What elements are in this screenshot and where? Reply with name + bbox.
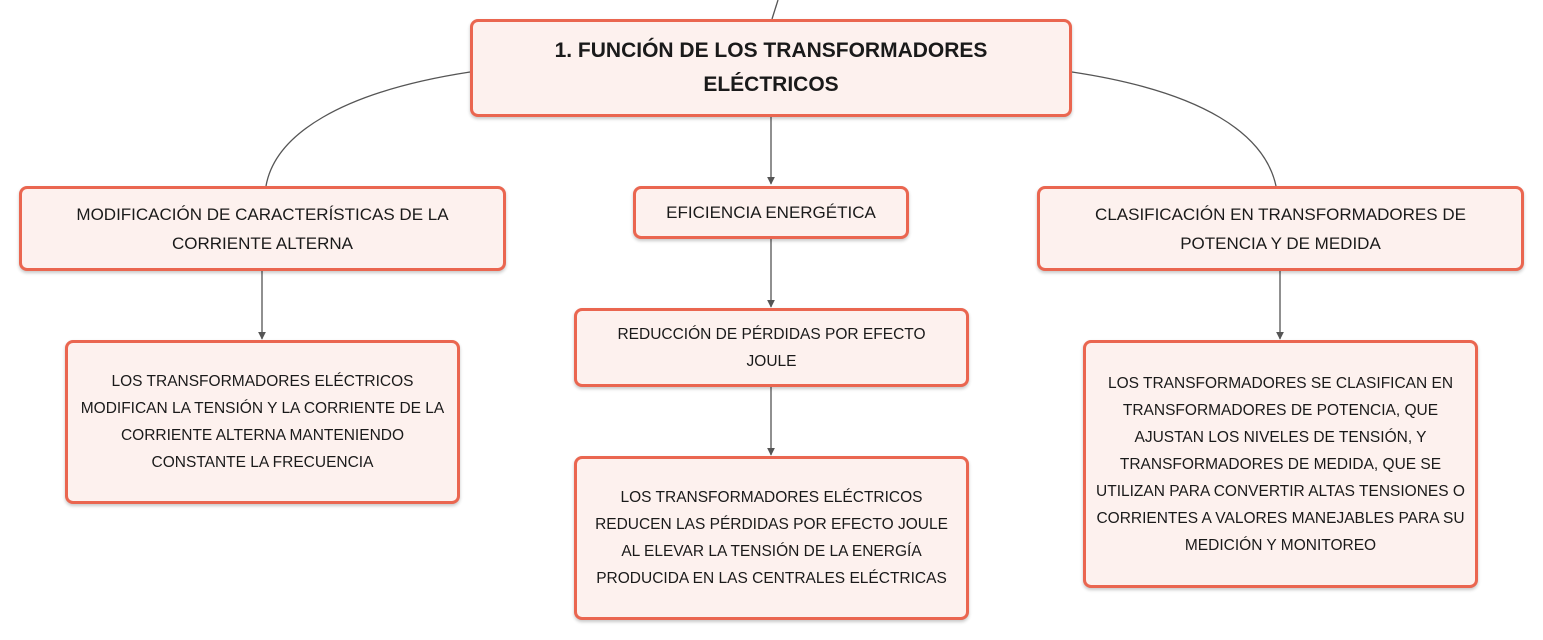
connector-parent-to-root (771, 0, 779, 20)
subtopic-node-perdidas[interactable]: REDUCCIÓN DE PÉRDIDAS POR EFECTO JOULE (574, 308, 969, 387)
branch-label-eficiencia: EFICIENCIA ENERGÉTICA (666, 203, 876, 222)
detail-node-perdidas[interactable]: LOS TRANSFORMADORES ELÉCTRICOS REDUCEN L… (574, 456, 969, 620)
root-topic-label: 1. FUNCIÓN DE LOS TRANSFORMADORES ELÉCTR… (554, 39, 988, 96)
detail-text-perdidas: LOS TRANSFORMADORES ELÉCTRICOS REDUCEN L… (595, 489, 948, 587)
root-topic-node[interactable]: 1. FUNCIÓN DE LOS TRANSFORMADORES ELÉCTR… (470, 19, 1072, 117)
branch-node-modificacion[interactable]: MODIFICACIÓN DE CARACTERÍSTICAS DE LA CO… (19, 186, 506, 271)
branch-node-clasificacion[interactable]: CLASIFICACIÓN EN TRANSFORMADORES DE POTE… (1037, 186, 1524, 271)
branch-node-eficiencia[interactable]: EFICIENCIA ENERGÉTICA (633, 186, 909, 239)
detail-node-modificacion[interactable]: LOS TRANSFORMADORES ELÉCTRICOS MODIFICAN… (65, 340, 460, 504)
detail-text-clasificacion: LOS TRANSFORMADORES SE CLASIFICAN EN TRA… (1096, 374, 1465, 554)
connector-root-to-branch-3 (1071, 71, 1277, 187)
detail-node-clasificacion[interactable]: LOS TRANSFORMADORES SE CLASIFICAN EN TRA… (1083, 340, 1478, 588)
branch-label-modificacion: MODIFICACIÓN DE CARACTERÍSTICAS DE LA CO… (76, 204, 449, 253)
subtopic-label-perdidas: REDUCCIÓN DE PÉRDIDAS POR EFECTO JOULE (617, 325, 926, 370)
detail-text-modificacion: LOS TRANSFORMADORES ELÉCTRICOS MODIFICAN… (80, 373, 445, 471)
branch-label-clasificacion: CLASIFICACIÓN EN TRANSFORMADORES DE POTE… (1095, 204, 1466, 253)
connector-root-to-branch-1 (265, 71, 471, 187)
